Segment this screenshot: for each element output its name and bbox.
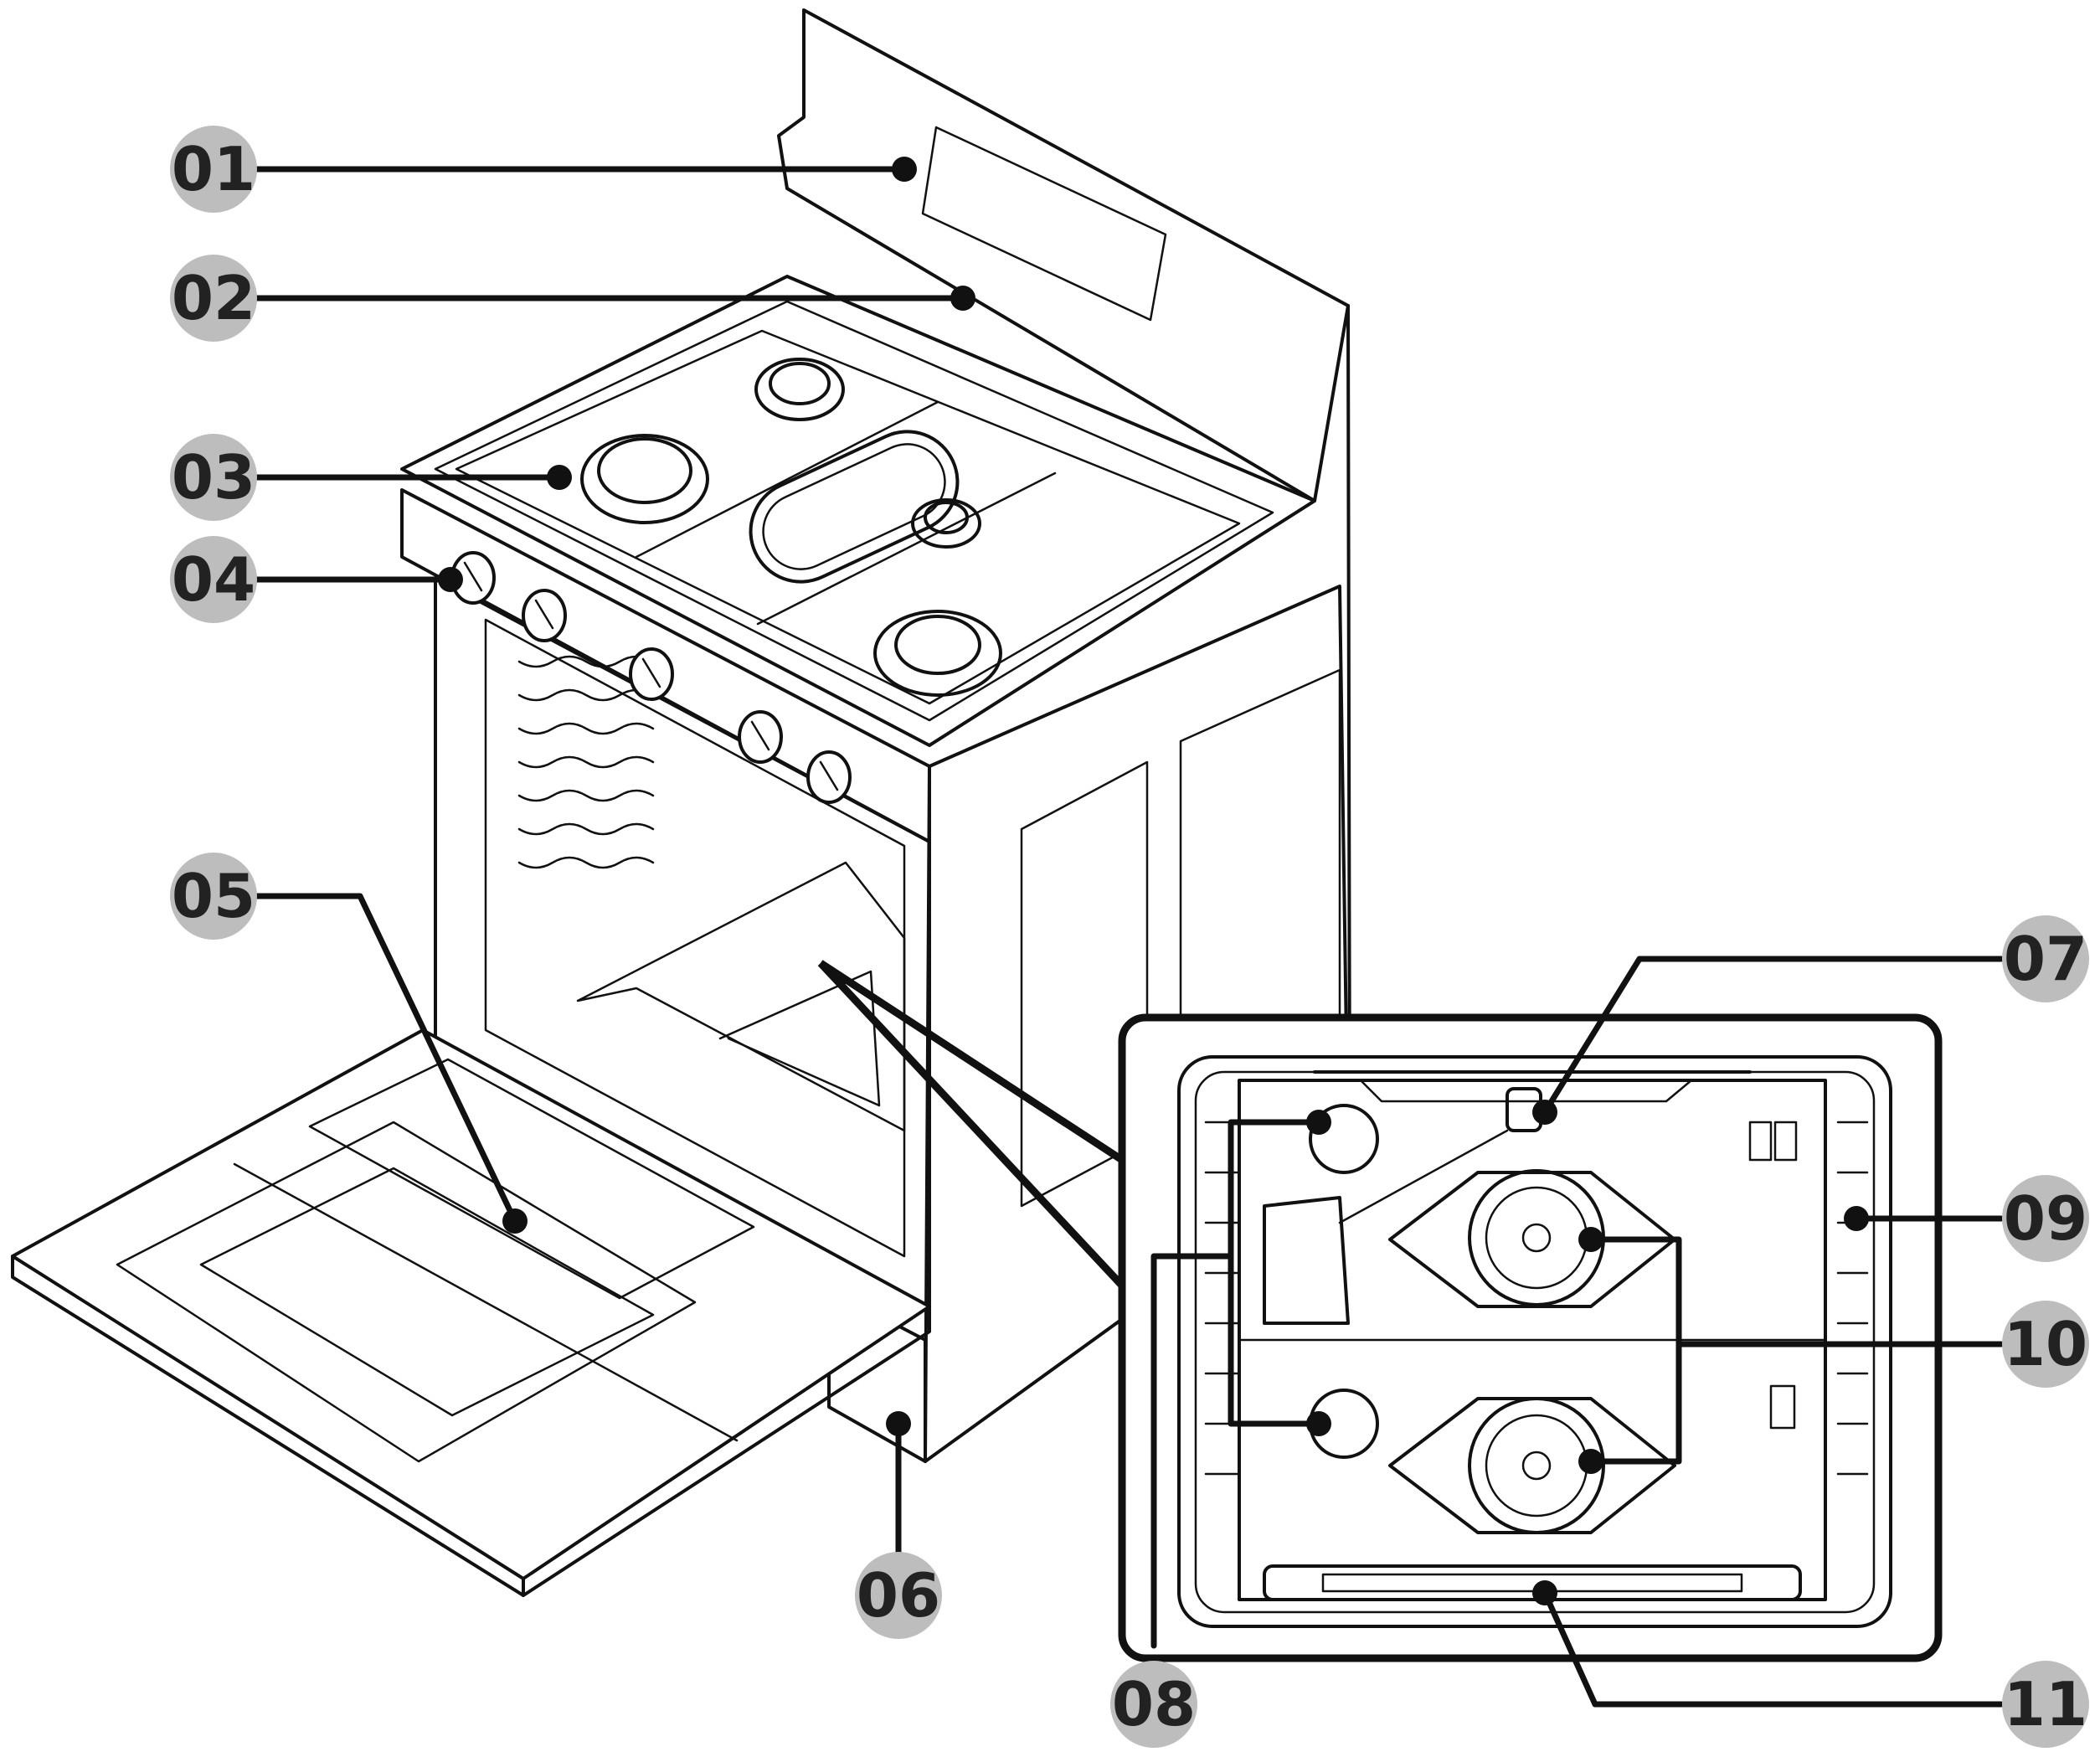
svg-text:01: 01 (172, 134, 255, 204)
label-10: 10 (2002, 1301, 2089, 1388)
svg-text:06: 06 (857, 1560, 940, 1631)
knob-icon (806, 750, 852, 804)
burners (580, 358, 1002, 697)
svg-text:08: 08 (1112, 1669, 1196, 1739)
rack-supports-left (517, 655, 655, 869)
label-03: 03 (170, 434, 257, 521)
label-09: 09 (2002, 1175, 2089, 1262)
label-02: 02 (170, 255, 257, 342)
label-08: 08 (1110, 1661, 1197, 1748)
svg-text:11: 11 (2004, 1669, 2087, 1739)
svg-text:07: 07 (2004, 924, 2087, 994)
svg-text:02: 02 (172, 263, 255, 333)
label-04: 04 (170, 536, 257, 623)
label-11: 11 (2002, 1661, 2089, 1748)
svg-text:05: 05 (172, 861, 255, 931)
control-knobs (450, 551, 852, 804)
oven-door (11, 1028, 931, 1597)
svg-text:03: 03 (172, 442, 255, 513)
bottom-vent-icon (1263, 1564, 1802, 1601)
svg-text:09: 09 (2004, 1183, 2087, 1254)
label-06: 06 (855, 1552, 942, 1639)
knob-icon (629, 647, 674, 701)
svg-text:10: 10 (2004, 1309, 2087, 1379)
leader-lines (248, 157, 2005, 1708)
control-panel-display (921, 126, 1167, 322)
label-07: 07 (2002, 915, 2089, 1002)
oven-interior-inset (817, 960, 1943, 1662)
knob-icon (738, 710, 783, 764)
knob-icon (522, 589, 567, 642)
label-badges: 01 02 03 04 05 06 07 08 (170, 126, 2089, 1748)
cooktop-surface (400, 275, 1316, 747)
svg-text:04: 04 (172, 544, 255, 615)
fan-icon (1388, 1397, 1676, 1534)
label-05: 05 (170, 853, 257, 940)
label-01: 01 (170, 126, 257, 213)
